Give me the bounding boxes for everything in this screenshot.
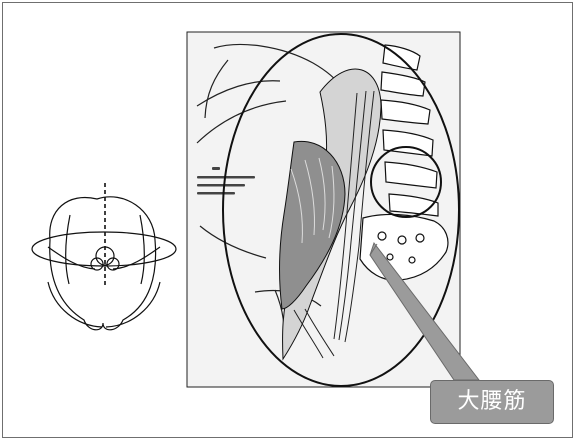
psoas-anatomy-illustration: [187, 32, 479, 387]
pelvis-topview-icon: [32, 183, 176, 330]
callout-label: 大腰筋: [430, 380, 554, 424]
